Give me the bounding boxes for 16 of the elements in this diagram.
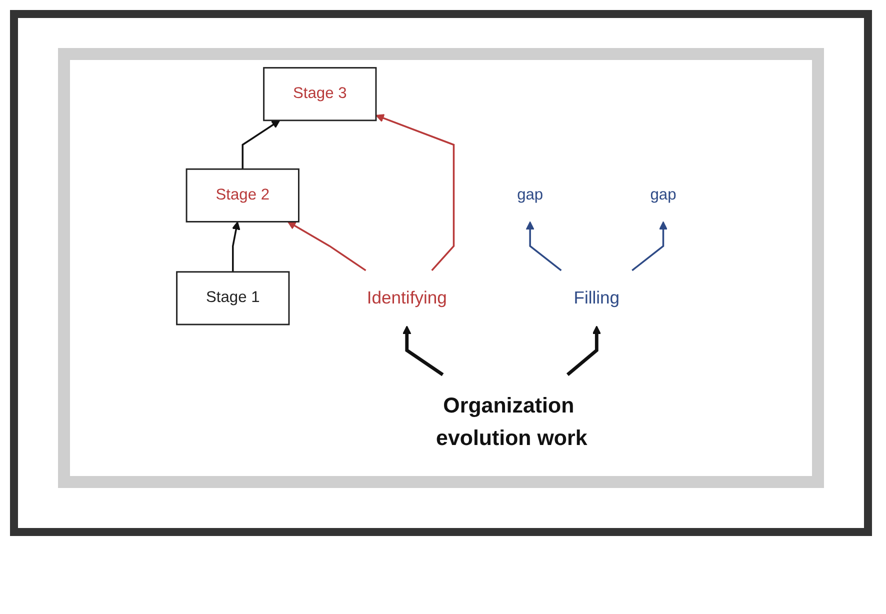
node-box: Stage 3 xyxy=(262,67,377,122)
arrow xyxy=(402,326,444,376)
node-text: Organization evolution work xyxy=(436,393,588,450)
arrow xyxy=(375,114,454,272)
node-text: Identifying xyxy=(366,288,447,308)
node-box: Stage 2 xyxy=(186,168,300,222)
arrow xyxy=(287,221,366,272)
arrow xyxy=(232,221,240,272)
arrow xyxy=(242,120,280,170)
node-text: gap xyxy=(650,186,676,204)
node-text: Filling xyxy=(574,288,620,308)
arrow xyxy=(526,221,562,272)
node-box: Stage 1 xyxy=(176,271,290,326)
node-text: gap xyxy=(516,186,543,204)
arrow xyxy=(631,221,668,272)
arrow xyxy=(566,326,601,376)
